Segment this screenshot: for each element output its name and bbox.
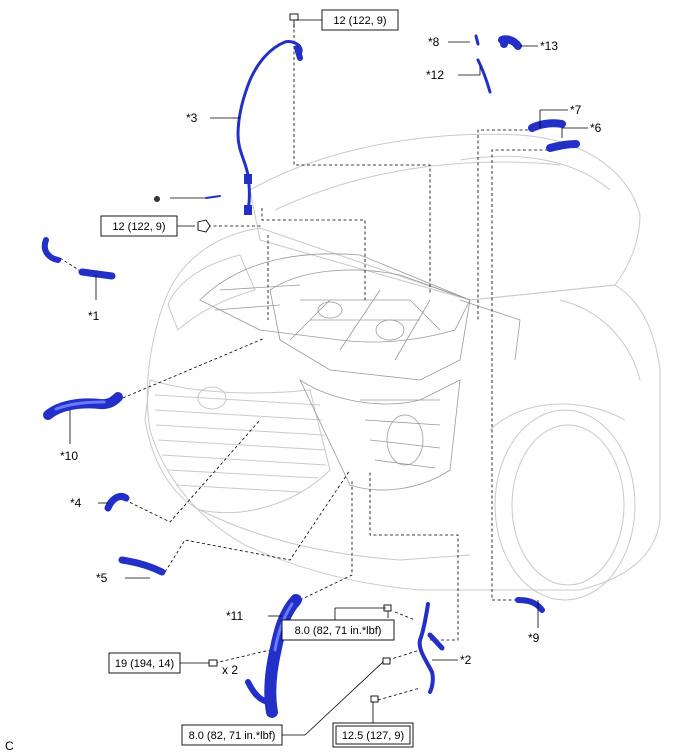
leader-lines — [69, 19, 588, 736]
part-12-hose — [476, 58, 492, 94]
callout-4: *4 — [70, 496, 82, 510]
bolt-11 — [208, 659, 218, 667]
part-6-hose — [546, 140, 580, 152]
callout-6: *6 — [590, 121, 602, 135]
quantity-label: x 2 — [222, 663, 238, 677]
engine-block — [214, 269, 521, 491]
part-3-hose — [205, 40, 303, 215]
svg-text:19 (194, 14): 19 (194, 14) — [115, 658, 174, 670]
part-5-hose — [118, 556, 166, 576]
vehicle-illustration — [144, 133, 661, 601]
callout-10: *10 — [60, 449, 78, 463]
part-8-hose — [474, 34, 480, 46]
nut-mid — [197, 219, 211, 233]
callout-8: *8 — [428, 35, 440, 49]
callout-9: *9 — [528, 631, 540, 645]
grille-pattern — [154, 394, 327, 493]
svg-text:8.0 (82, 71 in.*lbf): 8.0 (82, 71 in.*lbf) — [295, 625, 382, 637]
svg-text:12 (122, 9): 12 (122, 9) — [112, 221, 165, 233]
part-11-hose — [245, 594, 302, 718]
part-1-hose — [41, 237, 116, 280]
part-9-hose — [515, 597, 545, 613]
callout-1: *1 — [88, 309, 100, 323]
svg-text:8.0 (82, 71 in.*lbf): 8.0 (82, 71 in.*lbf) — [189, 730, 276, 742]
callout-7: *7 — [570, 103, 582, 117]
callout-11: *11 — [226, 609, 243, 623]
routing-lines — [59, 24, 548, 701]
torque-spec-19: 19 (194, 14) — [108, 652, 181, 674]
grommet-dot — [154, 196, 160, 202]
part-4-hose — [104, 492, 130, 512]
part-13-connector — [498, 35, 522, 50]
part-10-hose — [43, 392, 123, 420]
torque-spec-top: 12 (122, 9) — [321, 9, 399, 31]
callout-5: *5 — [96, 571, 108, 585]
svg-text:12.5 (127, 9): 12.5 (127, 9) — [342, 730, 404, 742]
callout-3: *3 — [186, 111, 198, 125]
svg-text:12 (122, 9): 12 (122, 9) — [333, 15, 386, 27]
corner-code: C — [5, 739, 14, 753]
bolt-top — [289, 13, 299, 28]
torque-spec-mid: 12 (122, 9) — [100, 215, 178, 237]
bolt-2-mid — [382, 657, 391, 665]
torque-spec-8-upper: 8.0 (82, 71 in.*lbf) — [281, 619, 395, 641]
callout-2: *2 — [460, 653, 472, 667]
hose-parts — [41, 34, 580, 718]
callout-13: *13 — [540, 39, 558, 53]
callout-12: *12 — [426, 68, 444, 82]
bolt-2-top — [383, 604, 392, 618]
part-7-hose — [528, 119, 566, 132]
torque-spec-12-5: 12.5 (127, 9) — [332, 722, 414, 748]
bolt-2-bot — [370, 695, 379, 703]
callout-labels: *3 *1 *10 *4 *5 *7 *6 *8 *12 *13 *9 *11 … — [5, 35, 602, 753]
part-2-hose — [417, 602, 445, 694]
torque-spec-8-lower: 8.0 (82, 71 in.*lbf) — [181, 724, 283, 746]
